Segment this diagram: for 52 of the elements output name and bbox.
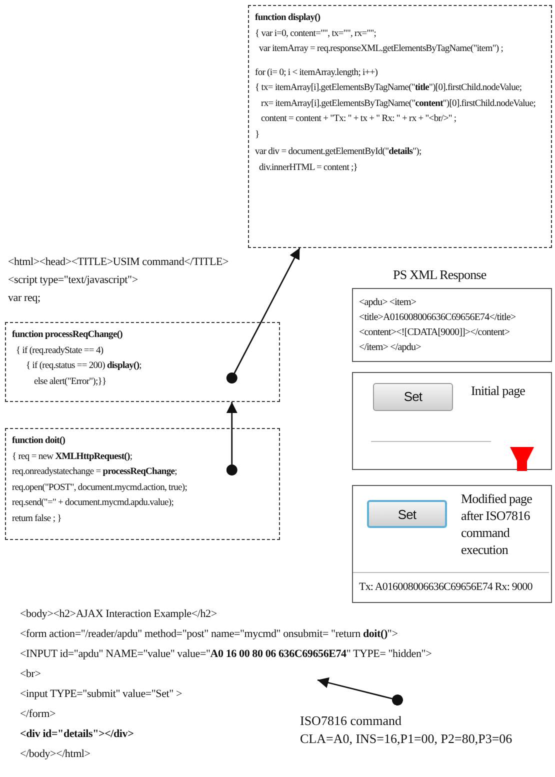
code-line: for (i= 0; i < itemArray.length; i++)	[255, 66, 379, 80]
code-box	[248, 5, 552, 248]
code-line: div.innerHTML = content ;}	[259, 162, 359, 174]
code-line: content = content + "Tx: " + tx + " Rx: " + rx + "<br/>" ;	[261, 113, 458, 126]
code-line: req.open("POST", document.mycmd.action, true);	[12, 482, 188, 494]
caption-text: Tx: A016008006636C69656E74 Rx: 9000	[359, 580, 532, 595]
code-box	[5, 322, 280, 402]
code-line: </form>	[20, 708, 56, 720]
code-box	[5, 428, 280, 540]
code-line: { req = new XMLHttpRequest();	[12, 450, 134, 464]
leader-line	[317, 677, 403, 706]
caption-text: ISO7816 command	[300, 712, 402, 730]
code-line: { if (req.readyState == 4)	[16, 344, 104, 358]
caption-text: <title>A016008006636C69656E74</title>	[359, 311, 517, 325]
block-arrow	[510, 447, 534, 471]
code-line: <form action="/reader/apdu" method="post" name="mycmd" onsubmit= "return doit()">	[20, 628, 398, 640]
caption-text: <apdu> <item>	[359, 296, 418, 310]
code-line: </body></html>	[20, 748, 90, 760]
code-line: function processReqChange()	[12, 329, 124, 342]
code-line: function display()	[255, 12, 322, 25]
code-line: return false ; }	[12, 512, 62, 526]
code-line: { var i=0, content="", tx="", rx="";	[255, 28, 378, 40]
caption-text: CLA=A0, INS=16,P1=00, P2=80,P3=06	[300, 730, 514, 748]
set-button: Set	[373, 383, 453, 411]
code-line: req.send("=" + document.mycmd.apdu.value);	[12, 497, 175, 510]
code-line: <script type="text/javascript">	[8, 274, 138, 286]
code-line: <br>	[20, 668, 41, 680]
set-button: Set	[367, 500, 447, 528]
code-line: req.onreadystatechange = processReqChange;	[12, 466, 178, 479]
arrow	[226, 248, 300, 384]
caption-text: Modified page after ISO7816 command execution	[461, 490, 533, 558]
arrow	[226, 402, 238, 476]
code-line: var div = document.getElementById("details");	[255, 146, 422, 159]
code-line: function doit()	[12, 435, 66, 448]
code-line: var req;	[8, 292, 40, 304]
code-line: { tx= itemArray[i].getElementsByTagName("title")[0].firstChild.nodeValue;	[255, 82, 523, 95]
caption-text: Initial page	[471, 383, 526, 398]
code-line: }	[255, 128, 260, 142]
panel	[352, 485, 552, 603]
caption-text: PS XML Response	[393, 267, 486, 282]
code-line: <input TYPE="submit" value="Set" >	[20, 688, 182, 700]
code-line: { if (req.status == 200) display();	[26, 360, 142, 373]
panel	[352, 372, 552, 470]
code-line: <div id="details"></div>	[20, 728, 134, 740]
code-line: rx= itemArray[i].getElementsByTagName("content")[0].firstChild.nodeValue;	[261, 98, 536, 110]
code-line: else alert("Error");}}	[34, 376, 108, 388]
caption-text: <content><![CDATA[9000]]></content>	[359, 326, 511, 340]
code-line: <html><head><TITLE>USIM command</TITLE>	[8, 256, 229, 268]
code-line: <body><h2>AJAX Interaction Example</h2>	[20, 608, 217, 620]
code-line: var itemArray = req.responseXML.getElementsByTagName("item") ;	[259, 43, 504, 56]
code-line: <INPUT id="apdu" NAME="value" value="A0 16 00 80 06 636C69656E74" TYPE= "hidden">	[20, 648, 432, 660]
caption-text: </item> </apdu>	[359, 341, 422, 355]
